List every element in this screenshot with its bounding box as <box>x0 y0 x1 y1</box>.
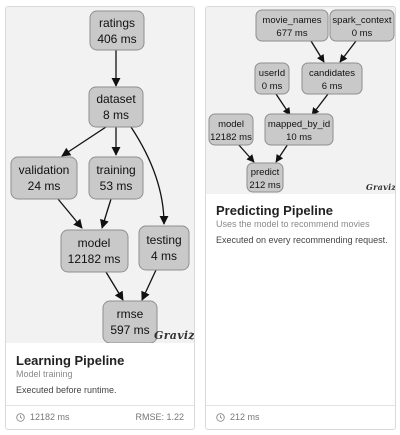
node-validation[interactable]: validation 24 ms <box>10 156 78 200</box>
card-description: Executed on every recommending request. <box>216 235 388 245</box>
gravizo-watermark: Gravizo <box>154 329 195 342</box>
footer-time: 12182 ms <box>30 412 70 422</box>
edge-spark-context-candidates <box>339 40 357 63</box>
node-predict-time: 212 ms <box>249 180 280 191</box>
node-testing-time: 4 ms <box>151 249 177 263</box>
edge-validation-model <box>57 198 83 229</box>
card-title: Predicting Pipeline <box>216 203 334 218</box>
node-model[interactable]: model 12182 ms <box>208 113 254 146</box>
learning-pipeline-graph: ratings 406 ms dataset 8 ms validation 2… <box>6 7 194 343</box>
card-footer: 212 ms <box>216 412 385 422</box>
edge-dataset-validation <box>61 126 107 157</box>
node-rmse[interactable]: rmse 597 ms <box>102 300 158 343</box>
node-validation-name: validation <box>19 163 70 177</box>
edge-candidates-mapped <box>311 93 329 116</box>
node-validation-time: 24 ms <box>28 179 61 193</box>
node-movie-names[interactable]: movie_names 677 ms <box>255 9 329 42</box>
node-mapped-by-id-time: 10 ms <box>286 132 312 143</box>
node-spark-context-name: spark_context <box>332 15 392 26</box>
card-subtitle: Uses the model to recommend movies <box>216 219 370 229</box>
node-testing[interactable]: testing 4 ms <box>138 225 190 271</box>
edge-model-predict <box>237 143 255 163</box>
node-model[interactable]: model 12182 ms <box>60 229 129 273</box>
node-candidates[interactable]: candidates 6 ms <box>301 62 363 95</box>
node-model-name: model <box>78 236 111 250</box>
node-rmse-name: rmse <box>117 307 144 321</box>
node-model-name: model <box>218 119 244 130</box>
edge-movie-names-candidates <box>310 40 325 63</box>
card-footer: 12182 ms RMSE: 1.22 <box>16 412 184 422</box>
node-userid[interactable]: userId 0 ms <box>254 62 290 95</box>
edge-training-model <box>100 198 112 229</box>
footer-rmse: RMSE: 1.22 <box>135 412 184 422</box>
node-candidates-name: candidates <box>309 68 355 79</box>
card-description: Executed before runtime. <box>16 385 117 395</box>
edge-testing-rmse <box>141 269 157 301</box>
node-model-time: 12182 ms <box>210 132 252 143</box>
edge-dataset-testing <box>130 126 169 225</box>
edge-model-rmse <box>105 271 124 301</box>
predicting-pipeline-card[interactable]: movie_names 677 ms spark_context 0 ms us… <box>205 6 396 430</box>
edge-userid-mapped <box>275 93 291 116</box>
card-subtitle: Model training <box>16 369 73 379</box>
node-training[interactable]: training 53 ms <box>88 156 144 200</box>
predicting-pipeline-graph: movie_names 677 ms spark_context 0 ms us… <box>206 7 395 194</box>
node-userid-name: userId <box>259 68 285 79</box>
node-mapped-by-id[interactable]: mapped_by_id 10 ms <box>264 113 334 146</box>
node-userid-time: 0 ms <box>262 81 283 92</box>
node-movie-names-name: movie_names <box>262 15 321 26</box>
clock-icon <box>16 412 25 422</box>
node-predict[interactable]: predict 212 ms <box>246 162 284 193</box>
card-title: Learning Pipeline <box>16 353 125 368</box>
node-testing-name: testing <box>146 233 181 247</box>
node-ratings-time: 406 ms <box>97 32 136 46</box>
card-divider <box>6 405 194 406</box>
node-dataset-name: dataset <box>96 92 136 106</box>
node-movie-names-time: 677 ms <box>276 28 307 39</box>
node-model-time: 12182 ms <box>68 252 121 266</box>
edge-mapped-predict <box>275 143 289 163</box>
learning-pipeline-card[interactable]: ratings 406 ms dataset 8 ms validation 2… <box>5 6 195 430</box>
node-dataset[interactable]: dataset 8 ms <box>88 86 144 128</box>
node-training-name: training <box>96 163 135 177</box>
node-ratings-name: ratings <box>99 16 135 30</box>
node-training-time: 53 ms <box>100 179 133 193</box>
gravizo-watermark: Gravizo <box>366 182 396 192</box>
clock-icon <box>216 412 225 422</box>
node-dataset-time: 8 ms <box>103 108 129 122</box>
node-ratings[interactable]: ratings 406 ms <box>89 10 145 51</box>
node-predict-name: predict <box>251 167 280 178</box>
node-spark-context[interactable]: spark_context 0 ms <box>329 9 395 42</box>
node-rmse-time: 597 ms <box>110 323 149 337</box>
card-divider <box>206 405 395 406</box>
node-candidates-time: 6 ms <box>322 81 343 92</box>
node-mapped-by-id-name: mapped_by_id <box>268 119 330 130</box>
node-spark-context-time: 0 ms <box>352 28 373 39</box>
footer-time: 212 ms <box>230 412 260 422</box>
